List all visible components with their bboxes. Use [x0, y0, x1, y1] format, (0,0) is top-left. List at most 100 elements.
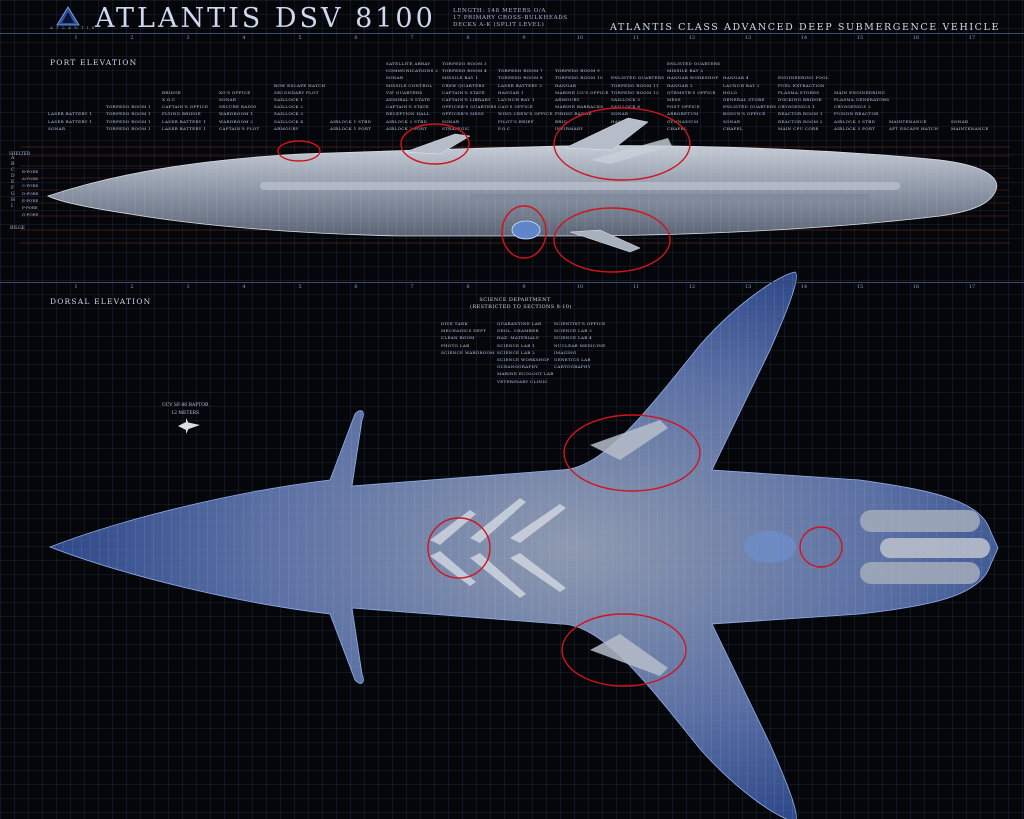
section-number: 7 [410, 284, 414, 290]
room-label: CHAPEL [667, 125, 687, 131]
room-label: OFFICER'S QUARTERS [442, 104, 497, 110]
deck-name: D-PORE [22, 190, 39, 196]
deck-labels: SHELTER [9, 150, 30, 157]
room-label: SONAR [442, 118, 460, 124]
science-room-label: HAZ. MATERIALS [497, 335, 539, 341]
room-label: ENLISTED QUARTERS [611, 75, 665, 81]
room-label: WING CREW'S OFFICE [498, 111, 553, 117]
room-label: P.O.C [498, 125, 511, 131]
room-label: REACTOR ROOM 2 [778, 118, 823, 124]
room-label: TORPEDO ROOM 12 [611, 89, 659, 95]
science-room-label: GEOL. CHAMBER [497, 328, 539, 334]
page-subtitle: ATLANTIS CLASS ADVANCED DEEP SUBMERGENCE… [609, 22, 1000, 33]
room-label: TORPEDO ROOM 10 [555, 75, 603, 81]
room-label: SAILLOCK 6 [611, 104, 641, 110]
room-label: LAUNCH BAY 1 [498, 96, 535, 102]
room-label: SONAR [219, 96, 237, 102]
room-label: ADMIRAL'S STATE [386, 96, 431, 102]
room-label: SAILLOCK 1 [274, 96, 304, 102]
room-label: LAUNCH BAY 2 [723, 82, 760, 88]
room-label: SONAR [723, 118, 741, 124]
room-label: HANGAR 3 [667, 82, 693, 88]
deck-letter: A [11, 156, 15, 161]
science-room-label: VETERINARY CLINIC [497, 378, 548, 384]
deck-bilge-label: BILGE [10, 226, 25, 231]
room-label: TORPEDO ROOM 9 [555, 68, 600, 74]
highlight-circles [277, 107, 843, 687]
section-number: 16 [912, 284, 920, 290]
section-number: 14 [800, 284, 808, 290]
science-room-label: CARTOGRAPHY [554, 364, 591, 370]
spec-length: LENGTH: 148 METERS O/A [453, 8, 547, 14]
highlight-starboard-wing [563, 414, 701, 492]
section-number: 14 [800, 35, 808, 41]
science-room-label: PHOTO LAB [441, 342, 470, 348]
room-label: CRYOGENICS 2 [834, 104, 872, 110]
room-label: TORPEDO ROOM 1 [106, 125, 151, 131]
science-room-label: CLEAN ROOM [441, 335, 475, 341]
science-room-label: NUCLEAR MEDICINE [554, 342, 606, 348]
room-label: ARMOURY [555, 96, 580, 102]
room-label: ENGINEERING POOL [778, 75, 829, 81]
room-label: TORPEDO ROOM 1 [106, 111, 151, 117]
section-number: 13 [744, 35, 752, 41]
room-label: ENLISTED QUARTERS [667, 61, 721, 66]
room-label: GYMNASIUM [667, 118, 699, 124]
forward-fin [404, 133, 471, 155]
dorsal-elevation-hull [48, 271, 999, 819]
room-label: MAIN CPU CORE [778, 125, 819, 131]
sonar-dome [511, 220, 541, 240]
room-label: SECONDARY PLOT [274, 89, 319, 95]
deck-letter: C [11, 168, 15, 173]
room-label: XO'S OFFICE [219, 89, 251, 95]
room-label: SAILLOCK 3 [274, 111, 304, 117]
highlight-forward-fin [400, 123, 470, 165]
science-heading-line1: SCIENCE DEPARTMENT [479, 297, 551, 303]
room-label: CAG'S OFFICE [498, 104, 533, 110]
ucv-raptor-icon [178, 418, 200, 434]
room-label: BOSUN'S OFFICE [723, 111, 766, 117]
highlight-sonar-dome [501, 205, 547, 259]
logo-caption: A T L A N T I S [50, 25, 96, 30]
view-divider [0, 282, 1024, 283]
room-label: REACTOR ROOM 1 [778, 111, 823, 117]
room-label: DOCKING BRIDGE [778, 96, 823, 102]
room-label: SONAR [611, 111, 629, 117]
section-number: 11 [632, 284, 640, 290]
room-label: TORPEDO ROOM 1 [106, 118, 151, 124]
room-label: MAINTENANCE [951, 125, 989, 131]
section-number: 3 [186, 35, 190, 41]
highlight-port-wing [561, 613, 687, 687]
section-number: 17 [968, 284, 976, 290]
section-number: 9 [522, 284, 526, 290]
section-number: 10 [576, 284, 584, 290]
science-department-heading: SCIENCE DEPARTMENT (RESTRICTED TO SECTIO… [470, 297, 571, 311]
room-label: COMMUNICATIONS 2 [386, 68, 439, 74]
dorsal-elevation-label: DORSAL ELEVATION [50, 297, 152, 306]
science-room-label: SCIENCE LAB 3 [554, 328, 593, 334]
room-label: MARINE CO'S OFFICE [555, 89, 609, 95]
port-elevation-hull [46, 117, 998, 253]
section-number: 10 [576, 35, 584, 41]
room-label: GENERAL STORE [723, 96, 765, 102]
section-number: 8 [466, 35, 470, 41]
room-label: CAPTAIN'S PLOT [219, 125, 260, 131]
deck-letter: D [11, 174, 15, 179]
section-number: 1 [74, 284, 78, 290]
section-number: 11 [632, 35, 640, 41]
deck-name: F-PORE [22, 205, 38, 211]
room-label: POST OFFICE [667, 104, 701, 110]
section-number: 6 [354, 35, 358, 41]
section-number: 2 [130, 35, 134, 41]
room-label: CAPTAIN'S OFFICE [162, 104, 209, 110]
science-room-label: SCIENCE LAB 2 [497, 349, 536, 355]
room-label: CHAPEL [723, 125, 743, 131]
